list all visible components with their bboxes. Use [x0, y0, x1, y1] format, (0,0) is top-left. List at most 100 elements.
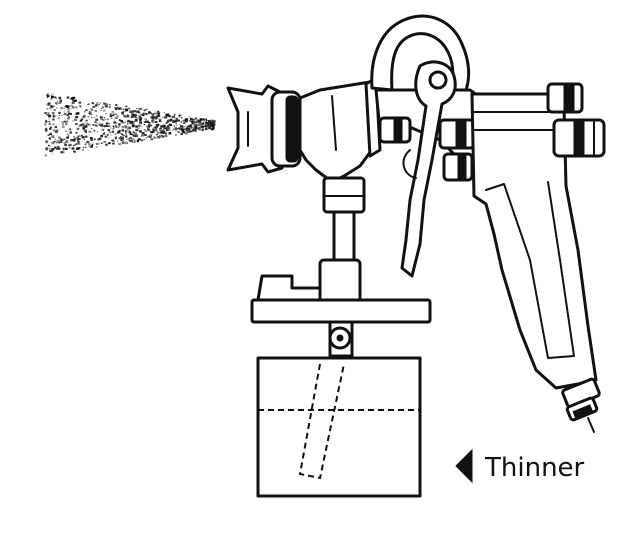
mist-speck	[90, 108, 93, 111]
mist-speck	[125, 139, 128, 141]
mist-speck	[72, 99, 75, 102]
mist-speck	[171, 115, 174, 118]
mist-speck	[131, 113, 135, 116]
mist-speck	[189, 120, 191, 122]
mist-speck	[139, 130, 142, 133]
mist-speck	[74, 118, 77, 121]
mist-speck	[84, 126, 88, 129]
mist-speck	[180, 122, 182, 124]
mist-speck	[176, 127, 178, 129]
mist-speck	[81, 134, 83, 137]
mist-speck	[164, 127, 167, 130]
mist-speck	[131, 121, 134, 124]
mist-speck	[144, 121, 146, 123]
mist-speck	[116, 117, 118, 119]
mist-speck	[150, 112, 152, 114]
mist-speck	[52, 116, 55, 118]
mist-speck	[183, 122, 186, 124]
mist-speck	[138, 116, 142, 119]
mist-speck	[95, 146, 98, 148]
mist-speck	[66, 133, 69, 135]
mist-speck	[182, 131, 185, 134]
mist-speck	[56, 140, 59, 142]
mist-speck	[157, 110, 160, 113]
mist-speck	[86, 140, 90, 144]
mist-speck	[93, 129, 96, 132]
mist-speck	[80, 118, 83, 121]
mist-speck	[75, 132, 78, 134]
mist-speck	[100, 124, 103, 127]
mist-speck	[117, 130, 121, 134]
mist-speck	[66, 96, 70, 99]
mist-speck	[120, 139, 123, 142]
mist-speck	[128, 131, 132, 134]
mist-speck	[148, 129, 151, 132]
mist-speck	[130, 121, 133, 123]
mist-speck	[54, 115, 57, 117]
mist-speck	[130, 116, 133, 119]
mist-speck	[195, 123, 197, 125]
mist-speck	[137, 135, 139, 137]
mist-speck	[128, 126, 132, 130]
mist-speck	[48, 122, 52, 125]
mist-speck	[75, 116, 79, 119]
mist-speck	[163, 128, 165, 130]
mist-speck	[108, 106, 111, 109]
mist-speck	[180, 132, 183, 135]
mist-speck	[51, 148, 55, 151]
mist-speck	[84, 121, 86, 123]
mist-speck	[131, 115, 134, 118]
mist-speck	[99, 116, 103, 119]
mist-speck	[52, 93, 54, 95]
mist-speck	[74, 106, 78, 109]
mist-speck	[82, 128, 84, 130]
mist-speck	[186, 131, 189, 134]
mist-speck	[73, 151, 76, 153]
mist-speck	[160, 125, 164, 128]
mist-speck	[83, 111, 86, 113]
mist-speck	[175, 124, 178, 126]
mist-speck	[184, 128, 187, 130]
mist-speck	[193, 125, 196, 127]
mist-speck	[67, 108, 69, 110]
mist-speck	[207, 120, 210, 122]
mist-speck	[138, 126, 140, 128]
mist-speck	[213, 121, 216, 124]
mist-speck	[83, 124, 87, 127]
mist-speck	[168, 119, 170, 121]
mist-speck	[121, 111, 124, 114]
mist-speck	[48, 137, 51, 140]
mist-speck	[48, 102, 51, 105]
mist-speck	[103, 102, 107, 106]
mist-speck	[46, 113, 49, 116]
mist-speck	[73, 139, 75, 141]
mist-speck	[155, 124, 158, 126]
mist-speck	[101, 106, 105, 109]
mist-speck	[80, 106, 82, 108]
mist-speck	[59, 100, 62, 103]
mist-speck	[201, 125, 204, 128]
mist-speck	[105, 113, 107, 115]
mist-speck	[54, 126, 57, 129]
mist-speck	[133, 141, 136, 143]
mist-speck	[55, 131, 57, 133]
mist-speck	[85, 131, 87, 133]
mist-speck	[148, 122, 151, 124]
mist-speck	[60, 107, 63, 110]
mist-speck	[50, 126, 52, 128]
mist-speck	[175, 126, 177, 128]
mist-speck	[108, 137, 110, 139]
mist-speck	[115, 104, 118, 106]
mist-speck	[119, 136, 122, 138]
mist-speck	[95, 110, 97, 112]
mist-speck	[90, 138, 93, 141]
mist-speck	[112, 128, 115, 130]
mist-speck	[108, 125, 111, 128]
mist-speck	[195, 119, 197, 121]
mist-speck	[91, 143, 94, 145]
mist-speck	[146, 135, 149, 137]
mist-speck	[205, 127, 208, 129]
mist-speck	[197, 119, 200, 121]
mist-speck	[93, 103, 95, 105]
mist-speck	[78, 105, 82, 107]
